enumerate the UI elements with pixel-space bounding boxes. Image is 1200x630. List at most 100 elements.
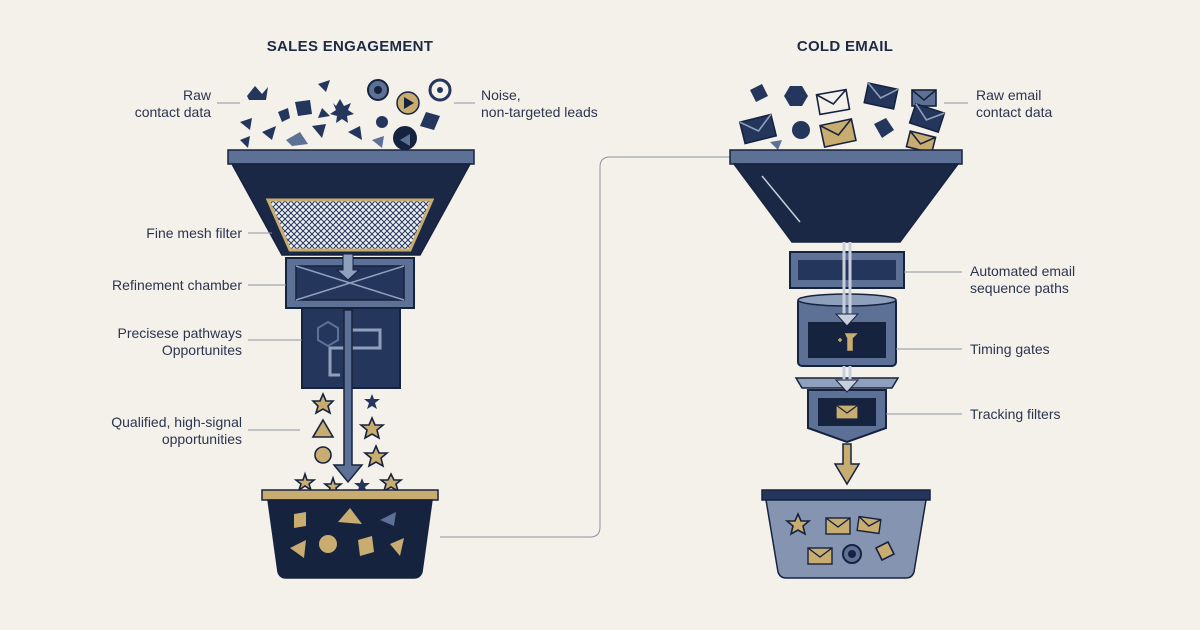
circle-shape-core <box>848 550 856 558</box>
envelope-icon <box>807 547 833 565</box>
funnel-highlight <box>761 175 801 223</box>
qualified-particles <box>293 391 404 496</box>
triangle-particle <box>372 136 384 148</box>
ring-particle-core <box>437 87 443 93</box>
star-icon <box>354 478 370 493</box>
envelope-icon <box>908 102 946 134</box>
label-qualified-line2: opportunities <box>162 431 242 447</box>
left-raw-particles <box>240 78 452 150</box>
star-icon <box>293 471 317 492</box>
label-timing: Timing gates <box>970 341 1050 357</box>
hexagon-icon <box>317 320 339 348</box>
funnel-icon <box>732 163 960 243</box>
star-icon <box>784 511 812 536</box>
label-raw-line2: contact data <box>135 104 211 120</box>
envelope-icon <box>819 117 857 149</box>
triangle-particle <box>312 124 326 138</box>
label-tracking: Tracking filters <box>970 406 1061 422</box>
connector-line <box>440 156 730 538</box>
hexagon-particle <box>295 100 312 116</box>
left-funnel <box>227 149 475 484</box>
label-pathways-line1: Precisese pathways <box>117 325 242 341</box>
label-raw-line1: Raw <box>183 87 212 103</box>
mesh-filter-icon <box>265 198 435 252</box>
bin-shape <box>380 512 396 526</box>
arrow-down-icon <box>834 313 860 327</box>
label-raw-email-line1: Raw email <box>976 87 1041 103</box>
circle-shape <box>314 446 332 464</box>
label-noise-line2: non-targeted leads <box>481 104 598 120</box>
gate-icon <box>838 333 858 351</box>
triangle-particle <box>240 136 250 148</box>
chamber-cross <box>295 265 405 301</box>
funnel-rim <box>227 149 475 165</box>
bin-shape <box>338 508 362 524</box>
bin-lid <box>261 489 439 501</box>
circle-particle-core <box>374 86 382 94</box>
envelope-icon <box>738 113 778 145</box>
bin-lid <box>761 489 931 501</box>
left-title: SALES ENGAGEMENT <box>267 38 433 55</box>
star-icon <box>378 472 404 493</box>
envelope-icon <box>825 517 851 535</box>
label-pathways-line2: Opportunites <box>162 342 242 358</box>
square-particle <box>750 84 768 102</box>
timing-gate-top <box>797 293 897 307</box>
arrow-down-icon <box>335 253 361 281</box>
funnel-rim <box>729 149 963 165</box>
label-sequence-line2: sequence paths <box>970 280 1069 296</box>
arrow-down-icon <box>332 309 364 484</box>
arrow-down-icon <box>834 379 860 393</box>
bin-shape <box>358 536 374 556</box>
envelope-icon <box>856 515 882 535</box>
arrow-icon <box>400 134 410 146</box>
right-raw-particles <box>738 82 946 154</box>
label-sequence-line1: Automated email <box>970 263 1075 279</box>
dot-particle <box>376 116 388 128</box>
sequence-window <box>798 260 896 280</box>
label-chamber: Refinement chamber <box>112 277 242 293</box>
bin-shape <box>290 540 306 558</box>
shape-particle <box>286 132 308 146</box>
bin-shape <box>390 538 404 556</box>
left-bin <box>261 489 439 579</box>
square-shape <box>874 540 896 562</box>
envelope-icon <box>835 404 859 420</box>
star-icon <box>358 415 386 440</box>
square-particle <box>874 118 894 138</box>
bin-shape <box>319 535 337 553</box>
circle-particle <box>792 121 810 139</box>
right-bin <box>761 489 931 579</box>
triangle-particle <box>770 140 782 150</box>
label-raw-email-line2: contact data <box>976 104 1052 120</box>
right-funnel <box>729 149 963 486</box>
star-icon <box>364 394 380 409</box>
arrow-particle <box>318 80 334 94</box>
crown-icon <box>247 86 268 100</box>
triangle-particle <box>262 126 276 140</box>
envelope-icon <box>863 82 899 110</box>
arrow-down-icon <box>833 443 861 486</box>
star-icon <box>311 391 335 415</box>
triangle-shape <box>311 418 335 438</box>
envelope-icon <box>815 88 851 116</box>
bin-icon <box>765 499 927 579</box>
bin-shape <box>294 512 306 528</box>
right-title: COLD EMAIL <box>797 38 893 55</box>
label-mesh: Fine mesh filter <box>146 225 242 241</box>
star-icon <box>362 443 390 468</box>
hexagon-particle <box>784 86 808 106</box>
square-particle <box>420 112 440 130</box>
starburst-particle <box>330 99 354 123</box>
play-icon <box>404 97 414 109</box>
timing-gate-window <box>808 322 886 358</box>
envelope-icon <box>905 130 937 154</box>
shape-particle <box>278 108 290 122</box>
label-noise-line1: Noise, <box>481 87 521 103</box>
triangle-particle <box>240 118 252 130</box>
triangle-particle <box>318 108 330 118</box>
triangle-particle <box>348 126 362 140</box>
label-qualified-line1: Qualified, high-signal <box>111 414 242 430</box>
